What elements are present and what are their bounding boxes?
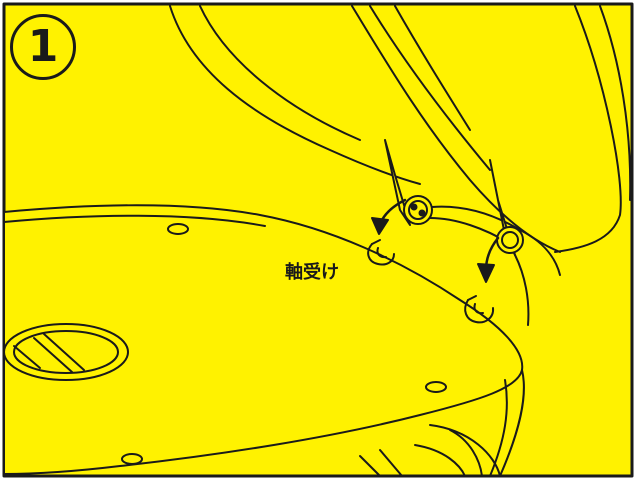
base-recess: [425, 381, 447, 393]
right-bearing-socket: [464, 295, 495, 324]
right-hinge-pin: [489, 159, 561, 326]
base-recess: [121, 453, 143, 465]
step-number: 1: [27, 21, 59, 72]
bearing-label: 軸受け: [285, 262, 339, 283]
base-vent: [3, 323, 129, 381]
curved-arrow-icon: [477, 236, 500, 283]
base-recess: [167, 223, 189, 235]
step-number-badge: 1: [10, 14, 76, 80]
curved-arrow-icon: [371, 198, 407, 235]
left-bearing-socket: [367, 239, 395, 266]
lid-outline: [169, 5, 632, 253]
